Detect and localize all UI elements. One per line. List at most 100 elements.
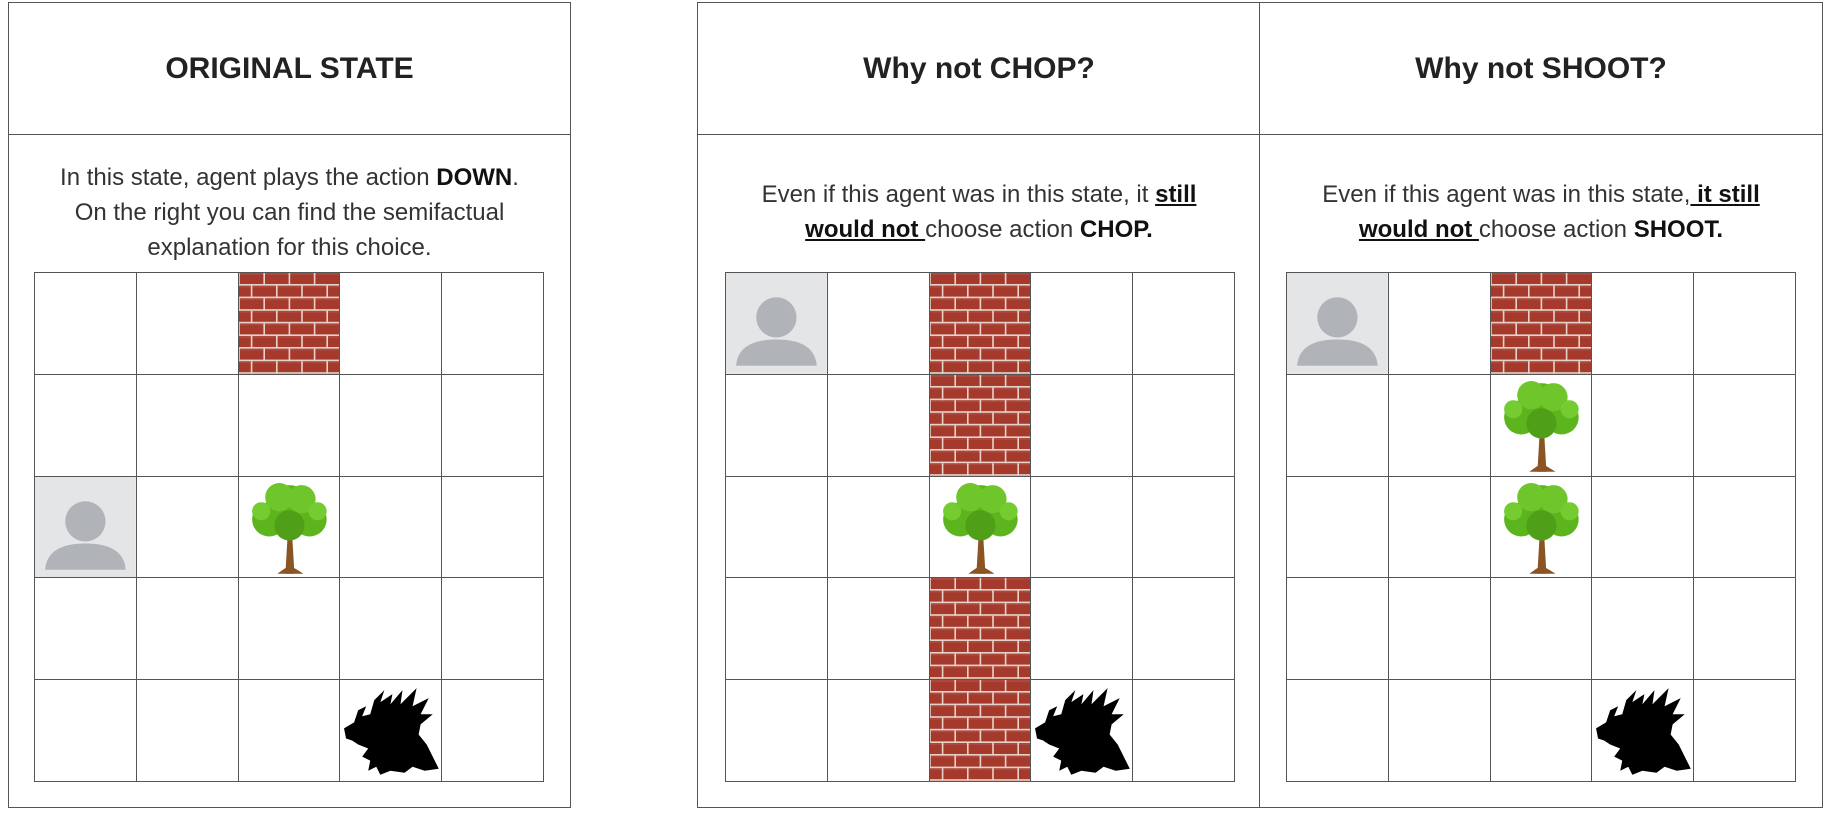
grid-cell [35,578,137,681]
grid-cell [35,680,137,782]
tree-icon [238,476,341,579]
grid-cell [1133,273,1235,375]
dragon-icon [340,680,443,782]
grid-cell [1031,476,1134,579]
grid-world [34,272,544,782]
grid-cell [1490,578,1593,681]
grid-cell [1388,374,1491,477]
grid-cell [1031,374,1134,477]
grid-cell [1287,680,1389,782]
grid-cell [1694,374,1796,477]
grid-cell [1388,680,1491,782]
grid-cell [1592,578,1695,681]
dragon-icon [1031,680,1134,782]
desc-text: Even if this agent was in this state, [1322,181,1691,208]
panel-title: ORIGINAL STATE [9,3,570,135]
grid-cell [827,476,930,579]
grid-cell [1133,578,1235,681]
grid-cell [340,374,443,477]
grid-cell [136,374,239,477]
grid-cell [1388,578,1491,681]
panel-title: Why not CHOP? [698,3,1260,135]
grid-cell [35,374,137,477]
grid-cell [442,273,544,375]
grid-cell [1592,476,1695,579]
grid-cell [340,273,443,375]
grid-cell [1694,273,1796,375]
grid-cell [1694,680,1796,782]
grid-cell [1490,680,1593,782]
grid-cell [1694,578,1796,681]
agent-avatar-icon [1287,273,1389,375]
grid-cell [1133,680,1235,782]
grid-cell [1592,374,1695,477]
grid-cell [1133,476,1235,579]
grid-cell [1388,476,1491,579]
grid-cell [827,680,930,782]
grid-cell [1592,273,1695,375]
grid-cell [136,476,239,579]
grid-cell [136,680,239,782]
desc-action: DOWN [436,164,513,191]
tree-icon [1490,374,1593,477]
grid-cell [1388,273,1491,375]
grid-cell [442,578,544,681]
grid-cell [827,374,930,477]
desc-line2: On the right you can find the semifactua… [74,199,505,226]
desc-emphasis: it still would not [1358,181,1760,243]
brick-wall-icon [929,273,1032,375]
panel-description: In this state, agent plays the action DO… [29,160,550,265]
grid-cell [726,476,828,579]
desc-line3: explanation for this choice. [147,234,432,261]
grid-cell [1031,273,1134,375]
grid-cell [827,273,930,375]
grid-cell [442,680,544,782]
agent-avatar-icon [35,476,137,579]
grid-cell [442,476,544,579]
grid-world [1286,272,1796,782]
grid-cell [442,374,544,477]
grid-cell [136,578,239,681]
grid-cell [1031,578,1134,681]
why-not-shoot-panel: Why not SHOOT? Even if this agent was in… [1259,2,1823,808]
grid-cell [726,374,828,477]
panel-description: Even if this agent was in this state, it… [738,177,1220,247]
desc-text: Even if this agent was in this state, it [761,181,1156,208]
desc-line1-pre: In this state, agent plays the action [60,164,437,191]
grid-cell [340,578,443,681]
grid-cell [1694,476,1796,579]
desc-line1-post: . [512,164,519,191]
why-not-chop-panel: Why not CHOP? Even if this agent was in … [697,2,1261,808]
tree-icon [1490,476,1593,579]
grid-cell [726,680,828,782]
grid-cell [1287,476,1389,579]
desc-text-mid: choose action [1478,216,1634,243]
grid-cell [238,374,341,477]
agent-avatar-icon [726,273,828,375]
grid-cell [35,273,137,375]
dragon-icon [1592,680,1695,782]
grid-cell [1287,578,1389,681]
panel-title: Why not SHOOT? [1260,3,1822,135]
grid-cell [1287,374,1389,477]
grid-cell [340,476,443,579]
grid-cell [238,680,341,782]
grid-world [725,272,1235,782]
panel-description: Even if this agent was in this state, it… [1295,177,1787,247]
grid-cell [238,578,341,681]
brick-wall-icon [929,680,1032,782]
brick-wall-icon [929,374,1032,477]
original-state-panel: ORIGINAL STATE In this state, agent play… [8,2,571,808]
brick-wall-icon [929,578,1032,681]
desc-action: CHOP. [1079,216,1153,243]
grid-cell [827,578,930,681]
brick-wall-icon [1490,273,1593,375]
desc-text-mid: choose action [925,216,1080,243]
desc-action: SHOOT. [1633,216,1724,243]
desc-emphasis: still would not [805,181,1197,243]
brick-wall-icon [238,273,341,375]
grid-cell [726,578,828,681]
grid-cell [1133,374,1235,477]
tree-icon [929,476,1032,579]
grid-cell [136,273,239,375]
